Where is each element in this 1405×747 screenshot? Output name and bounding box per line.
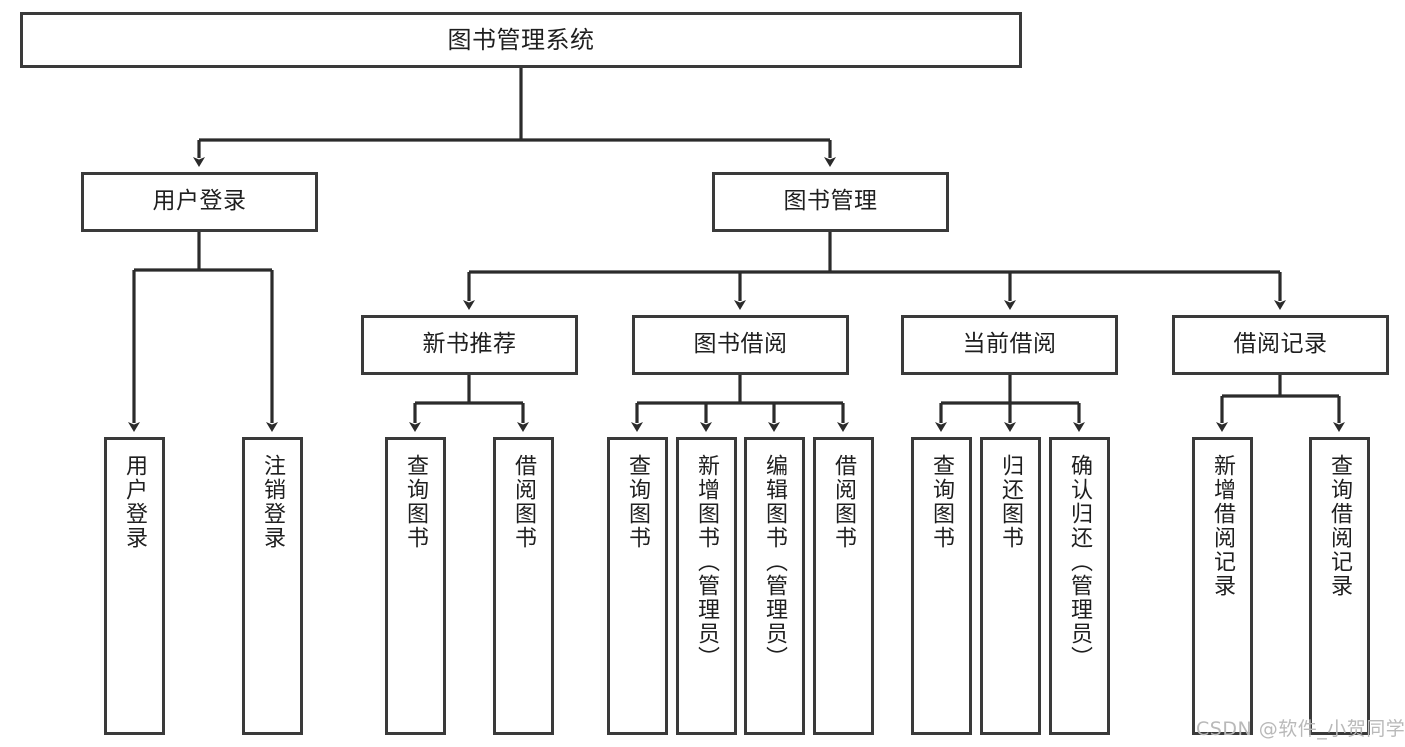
node-label: 借阅记录 (1233, 331, 1328, 358)
node-leaf-user-logout[interactable]: 注销登录 (242, 437, 303, 735)
node-label: 新增图书（管理员） (694, 454, 720, 670)
node-borrow-record[interactable]: 借阅记录 (1172, 315, 1389, 375)
node-user-login[interactable]: 用户登录 (81, 172, 318, 232)
node-new-book-recommend[interactable]: 新书推荐 (361, 315, 578, 375)
node-label: 新书推荐 (422, 331, 517, 358)
node-leaf-query-record[interactable]: 查询借阅记录 (1309, 437, 1370, 735)
node-leaf-borrow-book-2[interactable]: 借阅图书 (813, 437, 874, 735)
node-leaf-edit-book[interactable]: 编辑图书（管理员） (744, 437, 805, 735)
node-label: 图书管理 (783, 188, 878, 215)
node-label: 借阅图书 (831, 454, 857, 550)
node-label: 新增借阅记录 (1210, 454, 1236, 598)
node-book-manage[interactable]: 图书管理 (712, 172, 949, 232)
node-label: 查询图书 (625, 454, 651, 550)
node-label: 当前借阅 (962, 331, 1057, 358)
node-label: 查询借阅记录 (1327, 454, 1353, 598)
node-leaf-add-book[interactable]: 新增图书（管理员） (676, 437, 737, 735)
node-label: 编辑图书（管理员） (762, 454, 788, 670)
node-leaf-borrow-book-1[interactable]: 借阅图书 (493, 437, 554, 735)
node-leaf-confirm-return[interactable]: 确认归还（管理员） (1049, 437, 1110, 735)
csdn-watermark: CSDN @软件_小贺同学 (1196, 718, 1405, 740)
node-label: 图书借阅 (693, 331, 788, 358)
node-label: 借阅图书 (511, 454, 537, 550)
node-label: 归还图书 (998, 454, 1024, 550)
node-leaf-return-book[interactable]: 归还图书 (980, 437, 1041, 735)
node-book-borrow[interactable]: 图书借阅 (632, 315, 849, 375)
node-label: 图书管理系统 (447, 25, 595, 54)
node-label: 查询图书 (403, 454, 429, 550)
node-label: 注销登录 (260, 454, 286, 550)
node-leaf-query-book-2[interactable]: 查询图书 (607, 437, 668, 735)
node-label: 用户登录 (152, 188, 247, 215)
node-label: 用户登录 (122, 454, 148, 550)
node-leaf-query-book-3[interactable]: 查询图书 (911, 437, 972, 735)
node-label: 确认归还（管理员） (1067, 454, 1093, 670)
node-current-borrow[interactable]: 当前借阅 (901, 315, 1118, 375)
node-leaf-query-book-1[interactable]: 查询图书 (385, 437, 446, 735)
node-leaf-user-login[interactable]: 用户登录 (104, 437, 165, 735)
node-label: 查询图书 (929, 454, 955, 550)
node-root-system[interactable]: 图书管理系统 (20, 12, 1022, 68)
node-leaf-add-record[interactable]: 新增借阅记录 (1192, 437, 1253, 735)
